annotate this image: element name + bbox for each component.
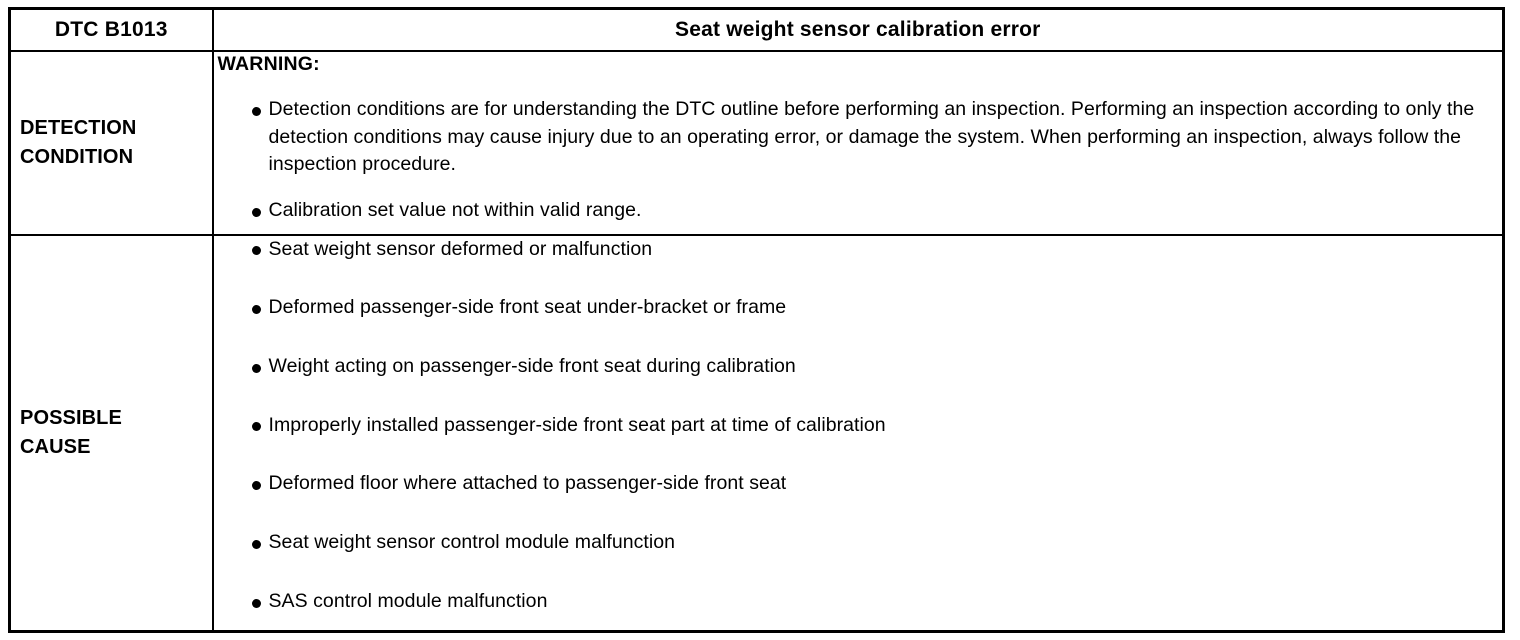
bullet-dot-icon	[251, 106, 261, 116]
list-item-text: Weight acting on passenger-side front se…	[268, 354, 796, 377]
dtc-title: Seat weight sensor calibration error	[675, 18, 1041, 41]
list-item: Detection conditions are for understandi…	[214, 96, 1503, 179]
list-item: SAS control module malfunction	[214, 588, 1503, 616]
list-item-text: Seat weight sensor control module malfun…	[268, 530, 676, 553]
possible-cause-label: POSSIBLE CAUSE	[20, 404, 122, 462]
detection-condition-label-line1: DETECTION	[20, 116, 137, 139]
list-item: Improperly installed passenger-side fron…	[214, 412, 1503, 440]
warning-heading: WARNING:	[217, 53, 320, 75]
bullet-dot-icon	[251, 207, 261, 217]
list-item: Calibration set value not within valid r…	[214, 197, 1503, 225]
bullet-dot-icon	[251, 598, 261, 608]
list-item-text: Calibration set value not within valid r…	[268, 199, 642, 222]
list-item-text: Improperly installed passenger-side fron…	[268, 413, 886, 436]
possible-cause-label-line1: POSSIBLE	[20, 406, 122, 429]
list-item-text: Deformed floor where attached to passeng…	[268, 472, 787, 495]
possible-cause-label-line2: CAUSE	[20, 435, 91, 458]
bullet-dot-icon	[251, 422, 261, 432]
list-item-text: Detection conditions are for understandi…	[268, 98, 1475, 176]
bullet-dot-icon	[251, 481, 261, 491]
bullet-dot-icon	[251, 305, 261, 315]
dtc-title-cell: Seat weight sensor calibration error	[211, 7, 1505, 52]
dtc-code: DTC B1013	[54, 18, 168, 41]
detection-condition-bullet-list: Detection conditions are for understandi…	[214, 96, 1503, 225]
list-item-text: Seat weight sensor deformed or malfuncti…	[268, 237, 653, 260]
table-header-row: DTC B1013 Seat weight sensor calibration…	[8, 7, 1505, 52]
bullet-dot-icon	[251, 539, 261, 549]
list-item: Deformed floor where attached to passeng…	[214, 470, 1503, 498]
detection-condition-label-cell: DETECTION CONDITION	[8, 50, 214, 236]
bullet-dot-icon	[251, 246, 261, 256]
dtc-table: DTC B1013 Seat weight sensor calibration…	[8, 7, 1505, 633]
possible-cause-content: Seat weight sensor deformed or malfuncti…	[211, 233, 1505, 633]
list-item: Deformed passenger-side front seat under…	[214, 294, 1503, 322]
possible-cause-bullet-list: Seat weight sensor deformed or malfuncti…	[214, 236, 1503, 616]
dtc-code-cell: DTC B1013	[8, 7, 214, 52]
list-item-text: Deformed passenger-side front seat under…	[268, 296, 787, 319]
possible-cause-label-cell: POSSIBLE CAUSE	[8, 233, 214, 633]
list-item: Seat weight sensor control module malfun…	[214, 529, 1503, 557]
list-item: Seat weight sensor deformed or malfuncti…	[214, 236, 1503, 264]
detection-condition-row: DETECTION CONDITION WARNING: Detection c…	[8, 50, 1505, 236]
bullet-dot-icon	[251, 363, 261, 373]
list-item-text: SAS control module malfunction	[268, 589, 548, 612]
list-item: Weight acting on passenger-side front se…	[214, 353, 1503, 381]
possible-cause-row: POSSIBLE CAUSE Seat weight sensor deform…	[8, 233, 1505, 633]
detection-condition-label-line2: CONDITION	[20, 145, 134, 168]
detection-condition-label: DETECTION CONDITION	[20, 114, 136, 172]
detection-condition-content: WARNING: Detection conditions are for un…	[211, 50, 1505, 236]
